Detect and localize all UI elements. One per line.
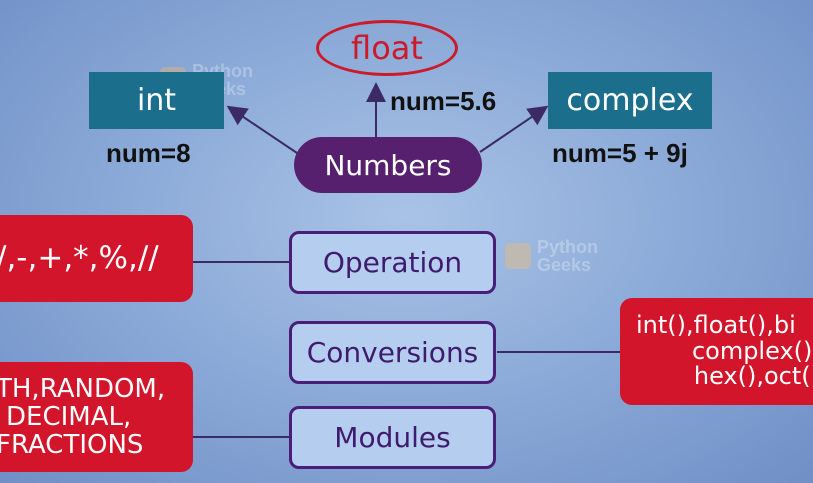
module-names-line3: FRACTIONS [0, 430, 144, 461]
arrow-to-int [226, 105, 301, 156]
watermark-line2: Geeks [537, 255, 592, 275]
watermark-line1: Python [537, 237, 598, 257]
float-example: num=5.6 [390, 86, 497, 116]
conversion-functions-line1: int(),float(),bi [636, 310, 796, 339]
arrow-to-complex [479, 105, 549, 153]
conversion-functions-line2: complex(), [691, 336, 813, 365]
int-example: num=8 [106, 138, 191, 168]
conversion-functions-box: int(),float(),bi complex(), hex(),oct() [620, 298, 813, 405]
watermark-logo-icon [505, 243, 531, 269]
module-names-line1: TH,RANDOM, [0, 373, 166, 404]
modules-box: Modules [289, 406, 496, 469]
complex-box: complex [548, 72, 712, 129]
conversion-functions-line3: hex(),oct() [693, 362, 813, 391]
conversions-box: Conversions [289, 321, 496, 384]
operation-box: Operation [289, 231, 496, 294]
int-box: int [89, 72, 224, 129]
module-names-line2: DECIMAL, [6, 401, 132, 432]
float-oval: float [316, 20, 458, 76]
operators-box: /,-,+,*,%,// [0, 215, 193, 302]
complex-example: num=5 + 9j [552, 138, 688, 168]
modules-list-box: TH,RANDOM, DECIMAL, FRACTIONS [0, 362, 193, 472]
operators-text: /,-,+,*,%,// [0, 239, 159, 276]
numbers-node: Numbers [294, 137, 482, 193]
